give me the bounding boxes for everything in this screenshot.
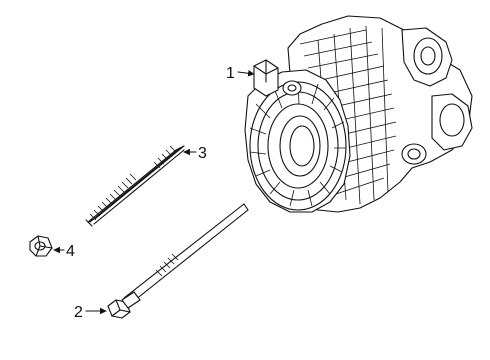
callout-2-label: 2 [74,304,83,321]
long-bolt-illustration [107,203,249,319]
callout-2: 2 [74,304,107,321]
callout-1-leader [237,69,255,77]
callout-4: 4 [53,243,75,260]
callout-4-label: 4 [66,243,75,260]
nut-illustration [29,235,53,257]
stud-illustration [85,145,185,227]
callout-3-label: 3 [198,145,207,162]
callout-3: 3 [183,145,207,162]
alternator-illustration [244,15,473,213]
callout-1-label: 1 [226,65,235,82]
callout-1: 1 [226,65,255,82]
